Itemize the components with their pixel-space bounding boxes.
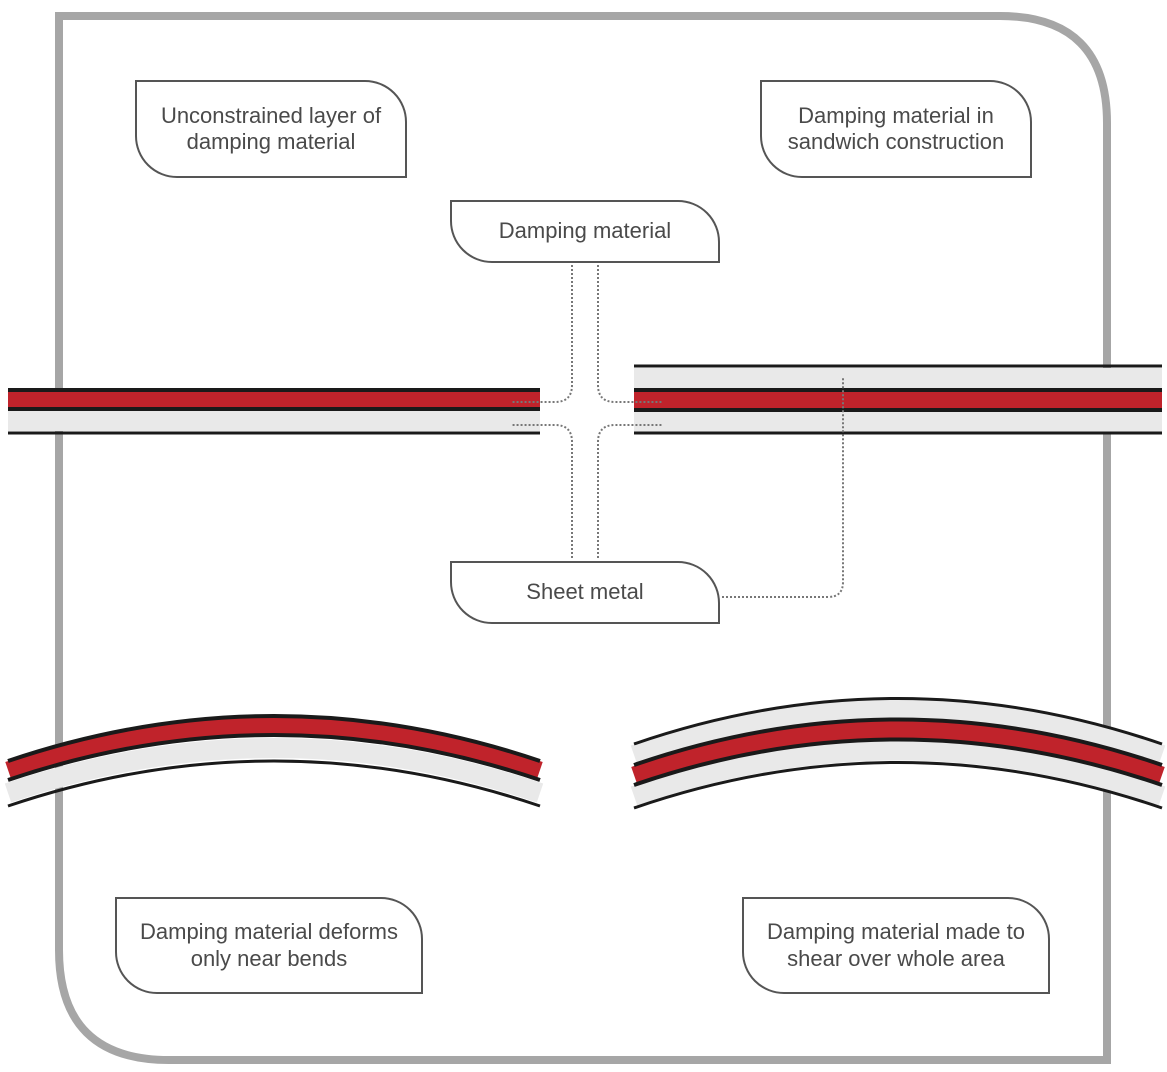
curve-right-damping-layer <box>631 721 1165 784</box>
label-damping-text: Damping material <box>498 218 672 244</box>
outer-frame <box>55 12 1111 1064</box>
curve-left-sheet-layer <box>4 738 544 803</box>
curve-right-bottom-sheet <box>630 740 1166 806</box>
label-deforms-near-bends: Damping material deforms only near bends <box>115 897 423 994</box>
flat-sandwich-layers <box>634 364 1162 435</box>
curve-right-bottom-edge <box>633 761 1163 810</box>
flat-unconstrained-layers <box>8 388 540 435</box>
leader-sheet-right <box>597 424 662 558</box>
curve-left-top-edge <box>7 714 541 763</box>
curved-sandwich-layers <box>630 697 1166 810</box>
label-sandwich-construction: Damping material in sandwich constructio… <box>760 80 1032 178</box>
flat-left-damping-layer <box>8 391 540 408</box>
curve-right-top-edge <box>633 697 1163 746</box>
curved-unconstrained-layers <box>4 714 544 808</box>
label-unconstrained-layer: Unconstrained layer of damping material <box>135 80 407 178</box>
label-shear-text: Damping material made to shear over whol… <box>766 919 1025 971</box>
curve-left-bottom-edge <box>7 759 541 808</box>
leader-damping-left <box>512 265 573 403</box>
curve-left-mid-edge <box>7 733 541 782</box>
curve-right-top-sheet <box>630 699 1166 765</box>
label-shear-whole-area: Damping material made to shear over whol… <box>742 897 1050 994</box>
label-sheet-text: Sheet metal <box>526 579 644 605</box>
label-deforms-text: Damping material deforms only near bends <box>140 919 398 971</box>
curve-left-damping-layer <box>5 716 543 779</box>
label-damping-material: Damping material <box>450 200 720 263</box>
label-sandwich-text: Damping material in sandwich constructio… <box>787 102 1005 154</box>
flat-right-top-sheet <box>634 368 1162 388</box>
leader-damping-right <box>597 265 662 403</box>
curve-right-lower-edge <box>633 737 1163 787</box>
label-sheet-metal: Sheet metal <box>450 561 720 624</box>
flat-right-bottom-sheet <box>634 411 1162 432</box>
leader-lines <box>512 265 844 598</box>
flat-right-damping-layer <box>634 392 1162 409</box>
curve-right-upper-edge <box>633 717 1163 767</box>
flat-left-sheet-layer <box>8 411 540 431</box>
leader-sheet-left <box>512 424 573 558</box>
label-unconstrained-text: Unconstrained layer of damping material <box>160 102 382 154</box>
